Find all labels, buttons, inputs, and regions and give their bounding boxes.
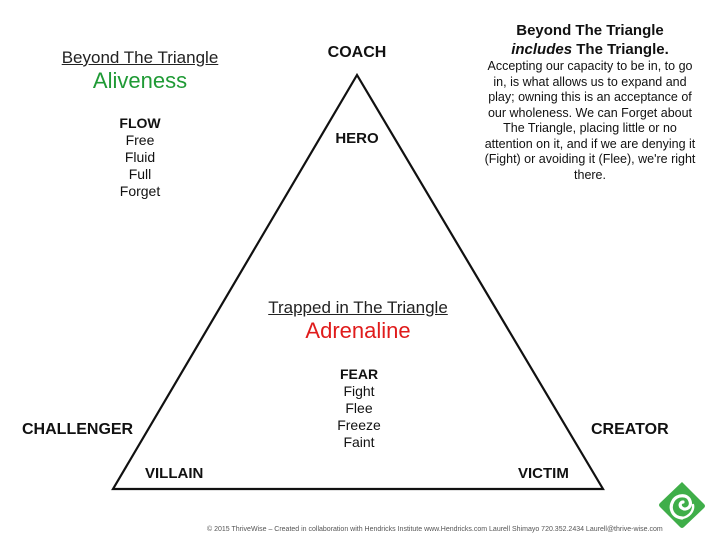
trapped-title: Trapped in The Triangle: [268, 298, 448, 317]
beyond-section: Beyond The Triangle Aliveness: [40, 48, 240, 94]
inner-label-hero: HERO: [335, 130, 379, 147]
beyond-subtitle-aliveness: Aliveness: [92, 68, 188, 93]
vertex-label-coach: COACH: [327, 44, 387, 61]
inner-label-villain: VILLAIN: [145, 465, 204, 482]
beyond-title: Beyond The Triangle: [61, 48, 219, 67]
flow-item: Full: [128, 166, 152, 182]
flow-item: Free: [125, 132, 155, 148]
spiral-leaf-icon: [659, 482, 705, 528]
callout-title-line1: Beyond The Triangle: [516, 22, 664, 39]
vertex-label-creator: CREATOR: [591, 421, 669, 438]
footer-credit: © 2015 ThriveWise – Created in collabora…: [207, 526, 663, 533]
fear-item: Freeze: [337, 417, 381, 433]
fear-item: Faint: [343, 434, 375, 450]
flow-heading: FLOW: [119, 115, 161, 131]
inner-label-victim: VICTIM: [518, 465, 569, 482]
trapped-section: Trapped in The Triangle Adrenaline: [238, 298, 478, 344]
callout-box: Beyond The Triangle includes The Triangl…: [482, 21, 698, 183]
triangle-outline: [111, 72, 605, 491]
callout-body: Accepting our capacity to be in, to go i…: [484, 59, 696, 182]
fear-heading: FEAR: [339, 366, 379, 382]
fear-list: FEAR Fight Flee Freeze Faint: [309, 366, 409, 451]
callout-title-rest: The Triangle.: [572, 41, 669, 58]
fear-item: Flee: [345, 400, 373, 416]
trapped-subtitle-adrenaline: Adrenaline: [305, 318, 411, 343]
fear-item: Fight: [343, 383, 375, 399]
flow-item: Forget: [119, 183, 161, 199]
vertex-label-challenger: CHALLENGER: [22, 421, 134, 438]
flow-item: Fluid: [124, 149, 156, 165]
callout-title-emphasis: includes: [511, 41, 573, 58]
flow-list: FLOW Free Fluid Full Forget: [90, 115, 190, 200]
callout-title-line2: includes The Triangle.: [482, 40, 698, 59]
